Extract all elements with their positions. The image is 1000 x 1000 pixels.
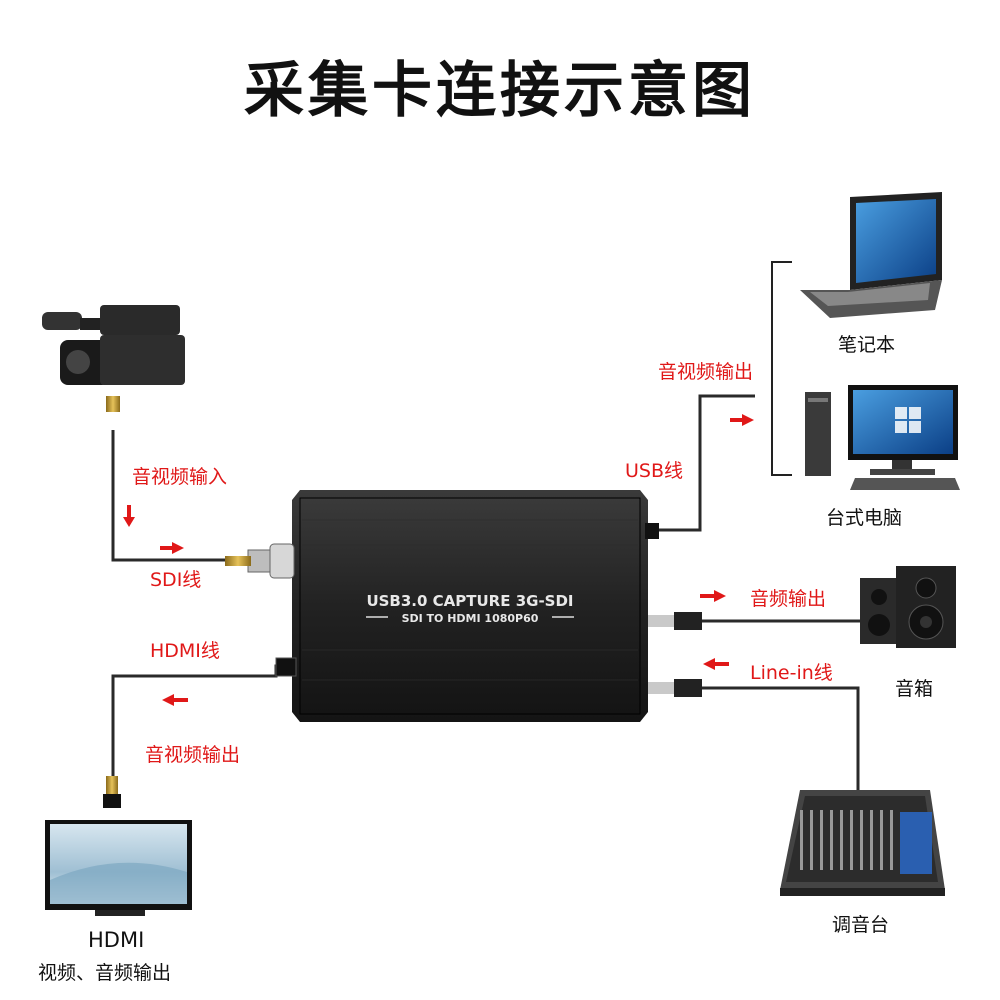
label-av-output-top: 音视频输出 xyxy=(658,361,754,383)
desktop-icon xyxy=(805,385,960,490)
arrow-audio-out xyxy=(700,590,726,602)
label-line-in-cable: Line-in线 xyxy=(750,662,833,684)
label-mixer: 调音台 xyxy=(832,914,890,936)
usb-plug xyxy=(645,523,659,539)
arrow-usb xyxy=(730,414,754,426)
laptop-icon xyxy=(800,192,942,318)
label-laptop: 笔记本 xyxy=(838,334,896,356)
camcorder-icon xyxy=(42,305,185,412)
device-label-line2: SDI TO HDMI 1080P60 xyxy=(402,612,539,625)
arrow-hdmi-out xyxy=(162,694,188,706)
usb-cable xyxy=(645,394,755,532)
sdi-cable xyxy=(111,430,250,562)
label-sdi-cable: SDI线 xyxy=(150,569,202,591)
label-speaker: 音箱 xyxy=(895,678,934,700)
tv-icon xyxy=(45,776,192,916)
label-hdmi-cable: HDMI线 xyxy=(150,640,220,662)
label-usb-cable: USB线 xyxy=(625,460,684,482)
hdmi-plug xyxy=(275,657,297,677)
speaker-icon xyxy=(860,566,956,648)
arrows xyxy=(123,414,754,706)
label-tv-line1: HDMI xyxy=(88,928,145,952)
label-audio-output: 音频输出 xyxy=(750,588,827,610)
arrow-sdi xyxy=(160,542,184,554)
audio-jack-out xyxy=(648,612,702,630)
device-label-line1: USB3.0 CAPTURE 3G-SDI xyxy=(366,592,573,610)
arrow-line-in xyxy=(703,658,729,670)
arrow-av-input xyxy=(123,505,135,527)
label-tv-line2: 视频、音频输出 xyxy=(38,962,172,984)
label-desktop: 台式电脑 xyxy=(826,507,903,529)
bnc-connector xyxy=(225,543,295,579)
line-in-cable xyxy=(700,686,860,790)
audio-jack-in xyxy=(648,679,702,697)
capture-card: USB3.0 CAPTURE 3G-SDI SDI TO HDMI 1080P6… xyxy=(225,490,702,722)
mixer-icon xyxy=(780,790,945,896)
page-title: 采集卡连接示意图 xyxy=(244,56,756,126)
label-av-output-left: 音视频输出 xyxy=(145,744,241,766)
label-av-input: 音视频输入 xyxy=(132,466,228,488)
computer-bracket xyxy=(771,261,792,476)
